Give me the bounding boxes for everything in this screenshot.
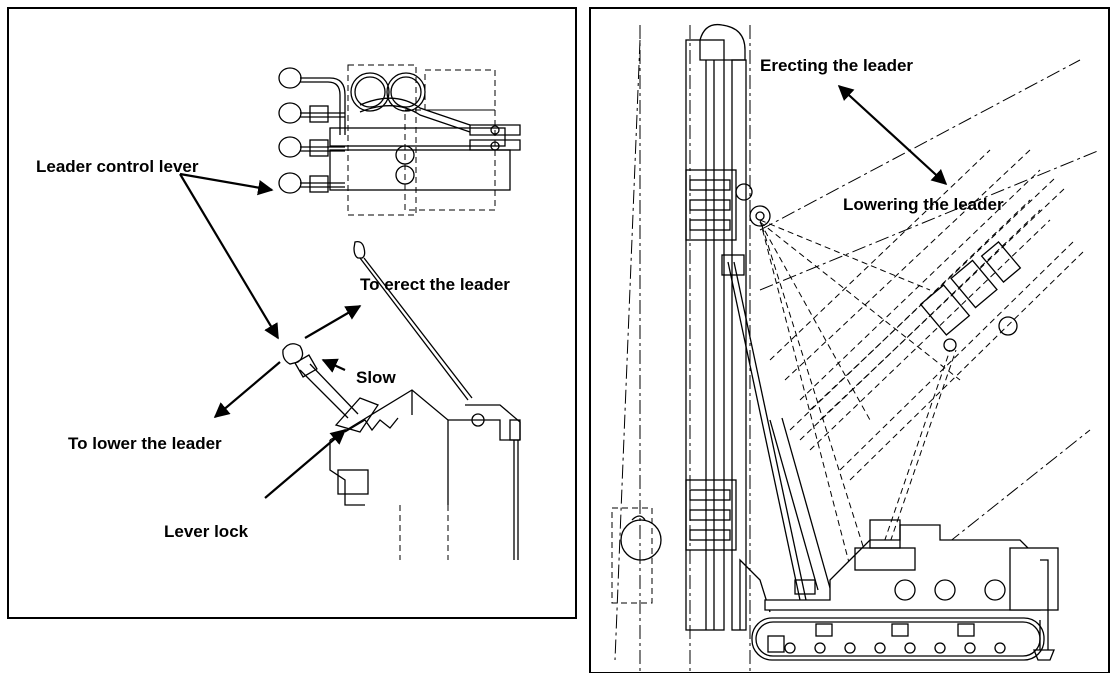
wire-ropes — [727, 219, 961, 606]
arrow-erect-direction — [304, 305, 362, 339]
lever-machine-body — [282, 240, 521, 560]
label-lever-lock: Lever lock — [164, 522, 249, 541]
label-to-lower-leader: To lower the leader — [68, 434, 222, 453]
tilted-leader-positions — [769, 149, 1086, 481]
left-panel-frame — [7, 7, 577, 619]
arrow-slow — [321, 358, 346, 373]
label-lowering-leader: Lowering the leader — [843, 195, 1004, 214]
arrow-to-upper-lever — [179, 172, 274, 196]
centerlines — [614, 25, 1101, 673]
arrow-lever-lock — [264, 429, 347, 499]
label-erecting-leader: Erecting the leader — [760, 56, 913, 75]
label-slow: Slow — [356, 368, 396, 387]
right-panel: Erecting the leader Lowering the leader — [589, 7, 1110, 674]
label-to-erect-leader: To erect the leader — [360, 275, 510, 294]
left-annotation-arrows — [179, 172, 362, 499]
double-arrow-erect-lower — [837, 84, 948, 186]
base-machine — [739, 519, 1059, 661]
arrow-lower-direction — [213, 361, 281, 418]
label-leader-control-lever: Leader control lever — [36, 157, 199, 176]
arrow-to-lower-lever — [179, 173, 279, 340]
left-panel: Leader control lever To erect the leader… — [7, 7, 577, 619]
vertical-leader — [611, 23, 771, 631]
control-valve-assembly — [278, 64, 521, 216]
